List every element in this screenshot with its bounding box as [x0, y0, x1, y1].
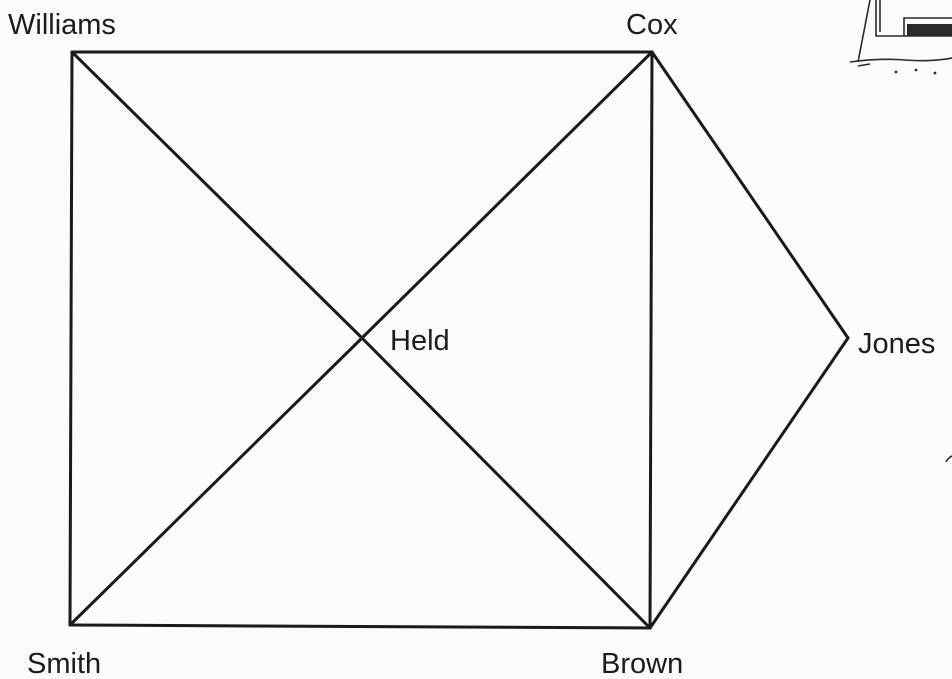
- edge-jones-brown: [650, 338, 848, 628]
- edge-williams-smith: [70, 52, 72, 625]
- stray-mark: [946, 456, 952, 462]
- node-label-williams: Williams: [8, 9, 116, 41]
- node-label-smith: Smith: [27, 648, 101, 679]
- node-label-cox: Cox: [626, 9, 678, 41]
- edge-smith-brown: [70, 625, 650, 628]
- edge-cox-jones: [652, 52, 848, 338]
- edge-held-brown: [362, 338, 650, 628]
- node-labels: Williams Cox Held Jones Smith Brown: [8, 9, 935, 679]
- edge-cox-brown: [650, 52, 652, 628]
- node-label-jones: Jones: [858, 328, 935, 360]
- building-sketch-fragment: [850, 0, 952, 74]
- node-label-held: Held: [390, 325, 450, 357]
- edge-held-cox: [362, 52, 652, 338]
- edge-williams-held: [72, 52, 362, 338]
- edges: [70, 52, 848, 628]
- node-label-brown: Brown: [601, 648, 683, 679]
- edge-smith-held: [70, 338, 362, 625]
